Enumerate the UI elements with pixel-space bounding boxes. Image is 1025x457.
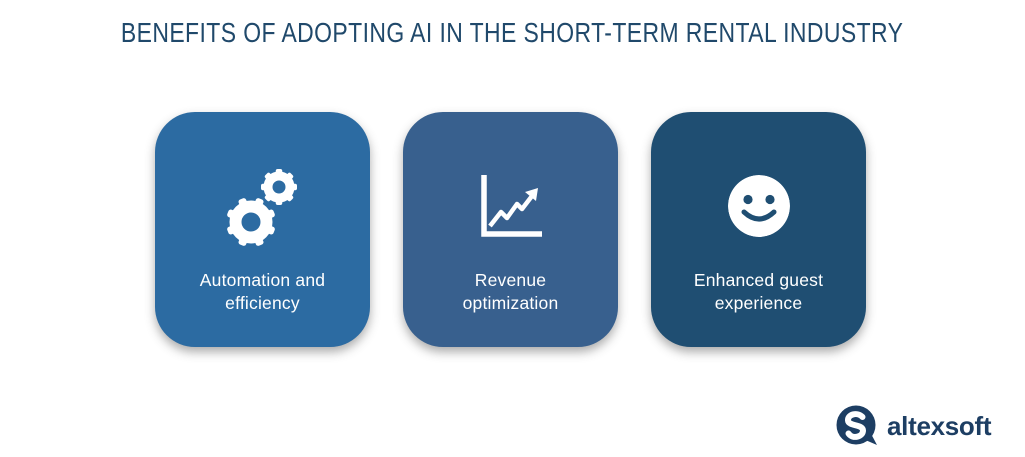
card-label-line: experience bbox=[714, 293, 803, 313]
card-label-line: optimization bbox=[462, 293, 559, 313]
benefit-card-guest-experience: Enhanced guest experience bbox=[651, 112, 866, 347]
line-chart-icon bbox=[403, 158, 618, 254]
altexsoft-logo-text: altexsoft bbox=[887, 411, 992, 441]
card-label: Enhanced guest experience bbox=[651, 269, 866, 315]
card-label-line: Automation and bbox=[199, 270, 326, 290]
card-label: Revenue optimization bbox=[403, 269, 618, 315]
gears-icon bbox=[155, 158, 370, 254]
altexsoft-logo: altexsoft bbox=[836, 405, 992, 448]
card-label-line: Revenue bbox=[474, 270, 547, 290]
smiley-face-icon bbox=[651, 158, 866, 254]
benefit-card-automation: Automation and efficiency bbox=[155, 112, 370, 347]
page-title: BENEFITS OF ADOPTING AI IN THE SHORT-TER… bbox=[121, 17, 904, 48]
card-label-line: Enhanced guest bbox=[693, 270, 824, 290]
benefit-cards: Automation and efficiency Revenue optimi… bbox=[155, 112, 866, 347]
benefit-card-revenue: Revenue optimization bbox=[403, 112, 618, 347]
card-label-line: efficiency bbox=[225, 293, 300, 313]
altexsoft-logo-icon bbox=[836, 405, 878, 448]
card-label: Automation and efficiency bbox=[155, 269, 370, 315]
title-bar: BENEFITS OF ADOPTING AI IN THE SHORT-TER… bbox=[0, 17, 1025, 49]
